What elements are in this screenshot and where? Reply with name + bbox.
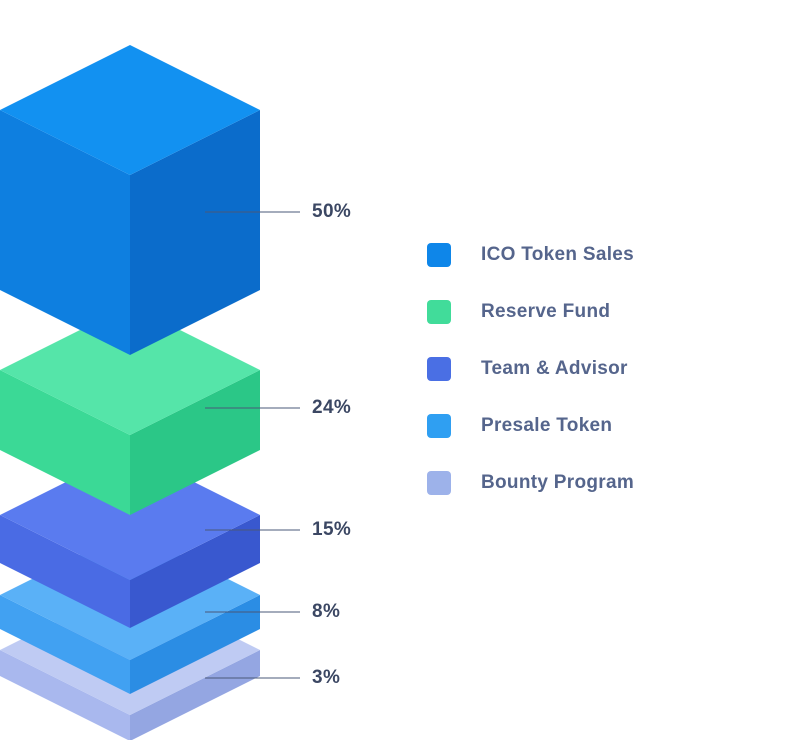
layer-presale-token-right-face <box>130 595 260 694</box>
legend-item-presale-token: Presale Token <box>427 414 634 438</box>
legend-swatch-bounty-program <box>427 471 451 495</box>
pct-label-presale-token: 8% <box>312 601 341 622</box>
legend-swatch-presale-token <box>427 414 451 438</box>
layer-reserve-fund-left-face <box>0 370 130 515</box>
legend-item-team-advisor: Team & Advisor <box>427 357 634 381</box>
legend-label-reserve-fund: Reserve Fund <box>481 301 611 322</box>
legend-item-reserve-fund: Reserve Fund <box>427 300 634 324</box>
legend-label-presale-token: Presale Token <box>481 415 613 436</box>
legend-item-bounty-program: Bounty Program <box>427 471 634 495</box>
legend: ICO Token Sales Reserve Fund Team & Advi… <box>427 243 634 495</box>
layer-team-advisor-right-face <box>130 515 260 628</box>
layer-bounty-program-right-face <box>130 650 260 740</box>
legend-swatch-reserve-fund <box>427 300 451 324</box>
layer-team-advisor-left-face <box>0 515 130 628</box>
layer-reserve-fund-right-face <box>130 370 260 515</box>
legend-swatch-team-advisor <box>427 357 451 381</box>
legend-label-team-advisor: Team & Advisor <box>481 358 628 379</box>
layer-reserve-fund-top-face <box>0 305 260 435</box>
pct-label-reserve-fund: 24% <box>312 397 352 418</box>
pct-label-ico-token-sales: 50% <box>312 201 352 222</box>
pct-label-bounty-program: 3% <box>312 667 341 688</box>
layer-ico-token-sales-right-face <box>130 110 260 355</box>
pct-label-team-advisor: 15% <box>312 519 352 540</box>
layer-ico-token-sales-top-face <box>0 45 260 175</box>
layer-presale-token-left-face <box>0 595 130 694</box>
layer-ico-token-sales-left-face <box>0 110 130 355</box>
legend-item-ico-token-sales: ICO Token Sales <box>427 243 634 267</box>
legend-swatch-ico-token-sales <box>427 243 451 267</box>
legend-label-ico-token-sales: ICO Token Sales <box>481 244 635 265</box>
layer-bounty-program-left-face <box>0 650 130 740</box>
legend-label-bounty-program: Bounty Program <box>481 472 635 493</box>
